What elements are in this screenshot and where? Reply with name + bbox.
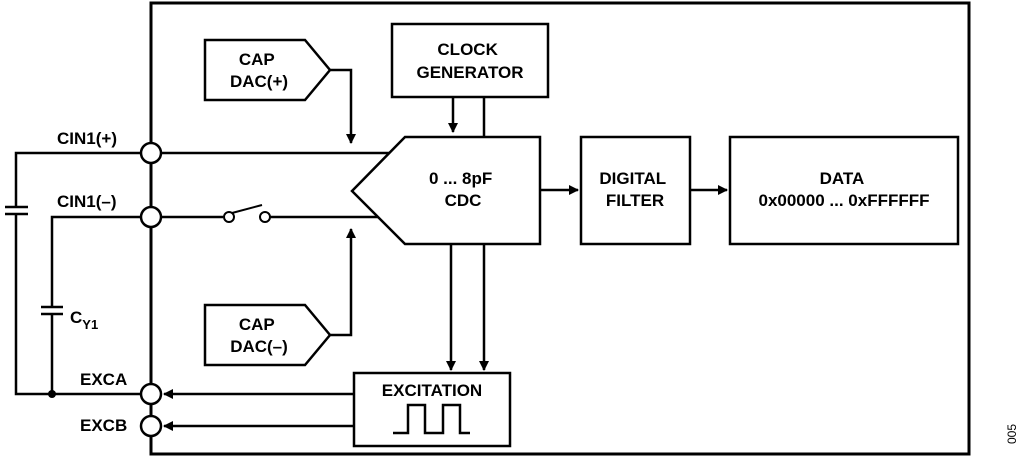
data-label: DATA 0x00000 ... 0xFFFFFF	[758, 169, 929, 210]
external-cap-wire-bottom	[14, 214, 141, 396]
clock-generator-label: CLOCK GENERATOR	[416, 40, 523, 82]
data-block	[728, 135, 960, 246]
cap-dac-minus-block	[203, 303, 332, 367]
pin-label-cin-plus: CIN1(+)	[57, 129, 117, 148]
square-wave-icon	[393, 403, 470, 435]
pin-exca	[139, 382, 163, 406]
pin-label-cin-minus: CIN1(–)	[57, 192, 117, 211]
digital-filter-block	[579, 135, 692, 246]
figure-id: 005	[1005, 424, 1019, 444]
pin-cin-minus	[139, 205, 163, 229]
cap-dac-plus-wire	[330, 68, 356, 144]
cap-dac-plus-block	[203, 38, 332, 102]
cap-dac-plus-label: CAP DAC(+)	[230, 50, 288, 91]
digital-filter-label: DIGITAL FILTER	[599, 169, 670, 210]
switch-contact-left	[223, 211, 235, 223]
cdc-label: 0 ... 8pF CDC	[429, 169, 497, 210]
switch-contact-right	[259, 211, 271, 223]
cy1-wire-top	[50, 215, 141, 307]
excitation-label: EXCITATION	[382, 381, 482, 400]
external-cap-wire-top	[14, 151, 141, 207]
junction-dot	[48, 390, 56, 398]
clock-generator-block	[390, 22, 550, 99]
chip-outline	[149, 1, 971, 456]
switch-arm	[231, 204, 263, 214]
cy1-label: CY1	[70, 308, 98, 332]
pin-label-exca: EXCA	[80, 370, 127, 389]
cap-dac-minus-label: CAP DAC(–)	[230, 315, 288, 356]
pin-label-excb: EXCB	[80, 416, 127, 435]
cap-dac-minus-wire	[330, 228, 356, 337]
pin-cin-plus	[139, 141, 163, 165]
pin-excb	[139, 414, 163, 438]
